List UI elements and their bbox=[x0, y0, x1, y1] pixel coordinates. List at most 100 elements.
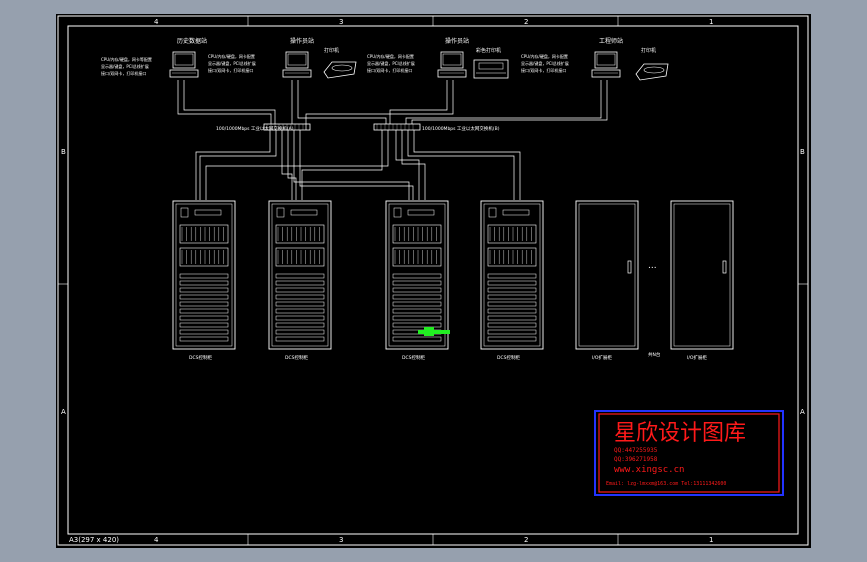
station-2: 操作员站 CPU/内存/硬盘，网卡配置显示器/键盘，PCI总线扩展接口/双网卡，打… bbox=[208, 37, 314, 78]
zone-letter-left-b: B bbox=[61, 148, 66, 156]
stations-layer: 历史数据站CPU/内存/硬盘，网卡等配置显示器/键盘，PCI总线扩展接口/双网卡… bbox=[101, 37, 669, 81]
keyboard-icon bbox=[282, 69, 312, 78]
station-desc-line: 接口/双网卡，打印机接口 bbox=[367, 67, 412, 73]
station-desc-line: 显示器/键盘，PCI总线扩展 bbox=[521, 60, 569, 66]
watermark-qq1: QQ:447255935 bbox=[614, 447, 658, 454]
zone-letter-left-a: A bbox=[61, 408, 66, 416]
outer-border bbox=[57, 15, 809, 546]
terminal-row bbox=[392, 308, 442, 314]
station-desc-line: 接口/双网卡，打印机接口 bbox=[101, 70, 146, 76]
terminal-row bbox=[487, 315, 537, 321]
door-handle bbox=[722, 260, 727, 274]
terminal-row bbox=[275, 287, 325, 293]
cabinet-6: I/O扩展柜 bbox=[670, 200, 734, 361]
ellipsis-caption: 共N台 bbox=[648, 351, 661, 358]
terminal-row bbox=[275, 301, 325, 307]
terminal-row bbox=[392, 280, 442, 286]
terminal-row bbox=[392, 301, 442, 307]
switch-b-label: 100/1000Mbps 工业以太网交换机(B) bbox=[422, 125, 500, 132]
cabinet-1: DCS控制柜 bbox=[172, 200, 236, 361]
watermark-outer-frame bbox=[594, 410, 784, 496]
zone-letter-right-a: A bbox=[800, 408, 805, 416]
terminal-row bbox=[487, 308, 537, 314]
station-desc-line: CPU/内存/硬盘，网卡配置 bbox=[367, 53, 414, 59]
terminal-row bbox=[275, 329, 325, 335]
station-desc-line: 接口/双网卡，打印机接口 bbox=[208, 67, 253, 73]
terminal-row bbox=[275, 280, 325, 286]
watermark-title: 星欣设计图库 bbox=[614, 421, 746, 446]
cabinet-label: I/O扩展柜 bbox=[592, 354, 612, 361]
terminal-row bbox=[179, 280, 229, 286]
watermark-stamp: 星欣设计图库 QQ:447255935 QQ:396271958 www.xin… bbox=[594, 410, 784, 496]
monitor-icon bbox=[594, 51, 618, 69]
station-title: 历史数据站 bbox=[177, 37, 207, 45]
printer-title: 打印机 bbox=[324, 47, 339, 54]
printer-icon bbox=[323, 61, 357, 79]
station-5: 彩色打印机 bbox=[473, 47, 509, 79]
station-desc-line: 显示器/键盘，PCI总线扩展 bbox=[101, 63, 149, 69]
cabinet-body bbox=[172, 200, 236, 350]
terminal-row bbox=[179, 273, 229, 279]
watermark-contact: Email: lzg-lmxxm@163.com Tel:13111342600 bbox=[606, 481, 726, 487]
cabinet-label: DCS控制柜 bbox=[189, 354, 212, 361]
module-rack bbox=[392, 247, 442, 267]
module-rack bbox=[487, 247, 537, 267]
terminal-row bbox=[487, 280, 537, 286]
terminal-row bbox=[275, 322, 325, 328]
module-rack bbox=[392, 224, 442, 244]
cabinet-label: DCS控制柜 bbox=[402, 354, 425, 361]
cabinet-label: DCS控制柜 bbox=[497, 354, 520, 361]
zone-number-top-1: 4 bbox=[154, 18, 159, 26]
terminal-row bbox=[392, 273, 442, 279]
station-3: 打印机 bbox=[323, 47, 357, 79]
monitor-icon bbox=[172, 51, 196, 69]
terminal-row bbox=[487, 294, 537, 300]
cabinet-4: DCS控制柜 bbox=[480, 200, 544, 361]
keyboard-icon bbox=[591, 69, 621, 78]
watermark-qq2: QQ:396271958 bbox=[614, 456, 658, 463]
terminal-row bbox=[392, 294, 442, 300]
cabinet-body bbox=[670, 200, 734, 350]
zone-number-top-4: 1 bbox=[709, 18, 713, 26]
terminal-row bbox=[275, 315, 325, 321]
station-title: 操作员站 bbox=[445, 37, 469, 45]
station-desc-line: 显示器/键盘，PCI总线扩展 bbox=[208, 60, 256, 66]
terminal-row bbox=[487, 273, 537, 279]
module-rack bbox=[179, 224, 229, 244]
station-title: 操作员站 bbox=[290, 37, 314, 45]
station-desc-line: 显示器/键盘，PCI总线扩展 bbox=[367, 60, 415, 66]
station-desc-line: CPU/内存/硬盘，网卡等配置 bbox=[101, 56, 152, 62]
schematic-canvas: 4 3 2 1 4 3 2 1 B A B A A3(297 x 420) 历史… bbox=[57, 15, 809, 546]
printer-icon bbox=[635, 63, 669, 81]
terminal-row bbox=[392, 315, 442, 321]
zone-number-top-2: 3 bbox=[339, 18, 343, 26]
watermark-url: www.xingsc.cn bbox=[614, 465, 684, 475]
keyboard-icon bbox=[437, 69, 467, 78]
color-printer-icon bbox=[473, 59, 509, 79]
network-layer bbox=[177, 80, 608, 200]
terminal-row bbox=[392, 287, 442, 293]
switch-a-label: 100/1000Mbps 工业以太网交换机(A) bbox=[216, 125, 294, 132]
terminal-row bbox=[487, 301, 537, 307]
door-handle bbox=[627, 260, 632, 274]
station-desc-line: CPU/内存/硬盘，网卡配置 bbox=[208, 53, 255, 59]
cabinet-body bbox=[480, 200, 544, 350]
cabinet-label: I/O扩展柜 bbox=[687, 354, 707, 361]
station-desc-line: 接口/双网卡，打印机接口 bbox=[521, 67, 566, 73]
terminal-row bbox=[179, 301, 229, 307]
module-rack bbox=[487, 224, 537, 244]
highlight-marker-block bbox=[424, 327, 434, 336]
sheet-size-label: A3(297 x 420) bbox=[69, 536, 119, 544]
terminal-row bbox=[275, 273, 325, 279]
module-rack bbox=[275, 224, 325, 244]
station-1: 历史数据站 CPU/内存/硬盘，网卡等配置显示器/键盘，PCI总线扩展接口/双网卡… bbox=[101, 37, 207, 78]
monitor-icon bbox=[440, 51, 464, 69]
zone-number-bottom-1: 4 bbox=[154, 536, 159, 544]
terminal-row bbox=[487, 322, 537, 328]
terminal-row bbox=[487, 287, 537, 293]
zone-number-bottom-2: 3 bbox=[339, 536, 343, 544]
station-title: 工程师站 bbox=[599, 37, 623, 45]
terminal-row bbox=[179, 322, 229, 328]
cabinet-5: I/O扩展柜 bbox=[575, 200, 639, 361]
